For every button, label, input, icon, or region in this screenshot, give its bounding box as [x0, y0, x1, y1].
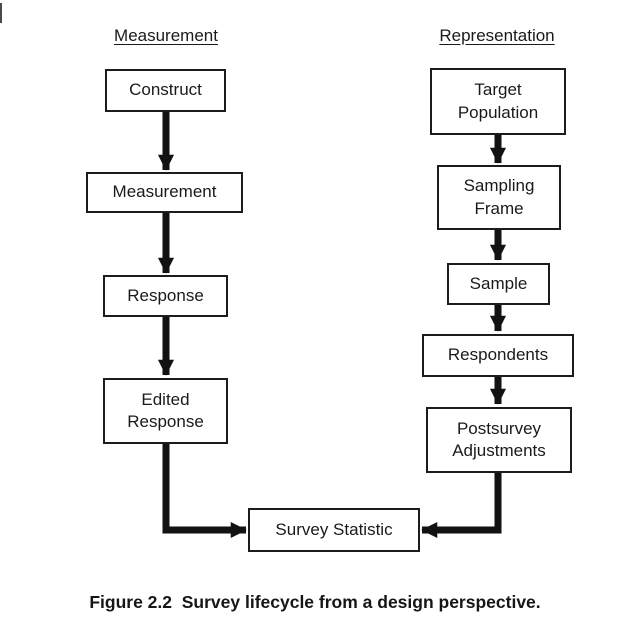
measurement-column-header: Measurement [114, 26, 218, 45]
flow-box-edited-response: Edited Response [103, 378, 228, 444]
arrow-postsurvey-adjustments-to-survey-statistic [421, 473, 502, 539]
flow-box-postsurvey-adjustments: Postsurvey Adjustments [426, 407, 572, 473]
flow-box-measurement: Measurement [86, 172, 243, 213]
flow-box-response: Response [103, 275, 228, 317]
flow-box-survey-statistic: Survey Statistic [248, 508, 420, 552]
flow-box-respondents: Respondents [422, 334, 574, 377]
flow-box-target-population: Target Population [430, 68, 566, 135]
representation-column-header: Representation [439, 26, 555, 45]
figure-caption: Figure 2.2 Survey lifecycle from a desig… [89, 592, 541, 612]
flow-box-sample: Sample [447, 263, 550, 305]
flow-box-sampling-frame: Sampling Frame [437, 165, 561, 230]
scan-artifact-mark [0, 3, 2, 23]
arrow-edited-response-to-survey-statistic [162, 444, 247, 539]
flow-box-construct: Construct [105, 69, 226, 112]
